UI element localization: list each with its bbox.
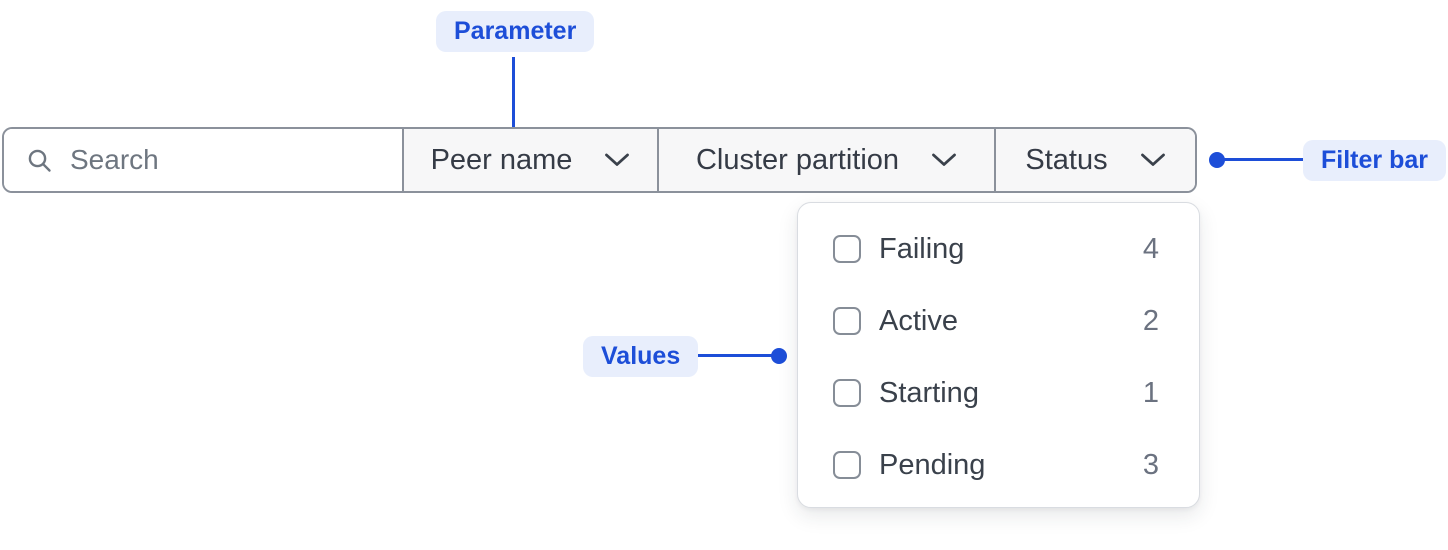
status-option-starting[interactable]: Starting 1 — [798, 357, 1199, 429]
option-count: 3 — [1142, 448, 1159, 481]
chevron-down-icon — [932, 153, 956, 166]
chevron-down-icon — [605, 153, 630, 166]
pending-checkbox[interactable] — [833, 451, 861, 479]
cluster-partition-dropdown-label: Cluster partition — [695, 143, 900, 176]
parameter-annotation-badge: Parameter — [436, 11, 595, 52]
peer-name-dropdown-label: Peer name — [430, 143, 573, 176]
option-label: Failing — [879, 232, 965, 265]
search-field[interactable] — [4, 129, 402, 191]
status-dropdown[interactable]: Status — [994, 129, 1195, 191]
failing-checkbox[interactable] — [833, 235, 861, 263]
status-dropdown-label: Status — [1025, 143, 1108, 176]
search-icon — [28, 149, 51, 172]
active-checkbox[interactable] — [833, 307, 861, 335]
status-option-failing[interactable]: Failing 4 — [798, 213, 1199, 285]
option-label: Active — [879, 304, 958, 337]
starting-checkbox[interactable] — [833, 379, 861, 407]
chevron-down-icon — [1140, 153, 1165, 166]
values-annotation-badge: Values — [583, 336, 699, 377]
filter-bar: Peer name Cluster partition Status — [2, 127, 1197, 193]
values-connector-dot — [771, 348, 787, 364]
filter-bar-connector-line — [1217, 158, 1305, 161]
values-connector-line — [698, 354, 772, 357]
status-option-pending[interactable]: Pending 3 — [798, 429, 1199, 501]
cluster-partition-dropdown[interactable]: Cluster partition — [657, 129, 994, 191]
search-input[interactable] — [70, 144, 390, 176]
option-count: 4 — [1142, 232, 1159, 265]
option-label: Starting — [879, 376, 979, 409]
status-option-active[interactable]: Active 2 — [798, 285, 1199, 357]
option-label: Pending — [879, 448, 986, 481]
option-count: 1 — [1142, 376, 1159, 409]
parameter-connector-line — [512, 57, 515, 134]
peer-name-dropdown[interactable]: Peer name — [402, 129, 657, 191]
status-dropdown-panel: Failing 4 Active 2 Starting 1 Pending 3 — [797, 202, 1200, 508]
filter-bar-annotation-badge: Filter bar — [1303, 140, 1446, 181]
option-count: 2 — [1142, 304, 1159, 337]
